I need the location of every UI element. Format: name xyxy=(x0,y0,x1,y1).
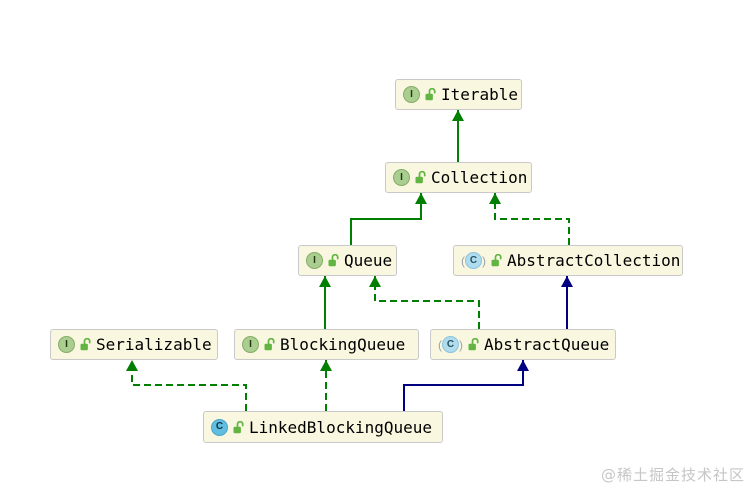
arrowhead-Collection xyxy=(489,193,501,204)
public-lock-icon xyxy=(264,338,275,351)
interface-icon: I xyxy=(242,336,259,353)
public-lock-icon xyxy=(491,254,502,267)
edge-Queue-extends-Collection xyxy=(350,193,422,245)
class-name-label: Serializable xyxy=(96,335,212,354)
abstract-class-icon: (C) xyxy=(461,252,486,269)
class-node-Iterable[interactable]: I Iterable xyxy=(395,79,522,110)
class-node-Serializable[interactable]: I Serializable xyxy=(50,329,218,360)
public-visibility-lock-icon xyxy=(328,254,339,267)
public-visibility-lock-icon xyxy=(264,338,275,351)
public-visibility-lock-icon xyxy=(491,254,502,267)
public-lock-icon xyxy=(425,88,436,101)
arrowhead-Collection xyxy=(415,193,427,204)
arrowhead-Queue xyxy=(319,276,331,287)
arrowhead-Queue xyxy=(369,276,381,287)
public-lock-icon xyxy=(468,338,479,351)
interface-icon: I xyxy=(306,252,323,269)
arrowhead-Serializable xyxy=(126,360,138,371)
edge-AbstractCollection-implements-Collection xyxy=(494,193,570,245)
class-node-LinkedBlockingQueue[interactable]: C LinkedBlockingQueue xyxy=(203,411,443,443)
public-visibility-lock-icon xyxy=(415,171,426,184)
public-visibility-lock-icon xyxy=(468,338,479,351)
class-name-label: LinkedBlockingQueue xyxy=(249,417,433,437)
class-node-AbstractQueue[interactable]: (C) AbstractQueue xyxy=(430,329,616,360)
class-node-Queue[interactable]: I Queue xyxy=(298,245,397,276)
interface-icon: I xyxy=(403,86,420,103)
class-node-AbstractCollection[interactable]: (C) AbstractCollection xyxy=(453,245,683,276)
arrowhead-AbstractQueue xyxy=(517,360,529,371)
class-name-label: Iterable xyxy=(441,85,519,104)
public-visibility-lock-icon xyxy=(233,420,244,434)
class-name-label: BlockingQueue xyxy=(280,335,406,354)
public-visibility-lock-icon xyxy=(425,88,436,101)
edge-LinkedBlockingQueue-implements-Serializable xyxy=(131,360,247,411)
class-name-label: AbstractCollection xyxy=(507,251,681,270)
class-name-label: Collection xyxy=(431,168,528,187)
public-lock-icon xyxy=(415,171,426,184)
edge-LinkedBlockingQueue-extends-AbstractQueue xyxy=(403,360,524,411)
arrowhead-AbstractCollection xyxy=(561,276,573,287)
class-name-label: Queue xyxy=(344,251,393,270)
edge-AbstractQueue-implements-Queue xyxy=(374,276,480,329)
interface-icon: I xyxy=(393,169,410,186)
public-lock-icon xyxy=(233,420,244,433)
interface-icon: I xyxy=(58,336,75,353)
arrowhead-Iterable xyxy=(452,110,464,121)
public-lock-icon xyxy=(80,338,91,351)
public-lock-icon xyxy=(328,254,339,267)
watermark-text: @稀土掘金技术社区 xyxy=(600,466,745,484)
abstract-class-icon: (C) xyxy=(438,336,463,353)
arrowhead-BlockingQueue xyxy=(320,360,332,371)
class-name-label: AbstractQueue xyxy=(484,335,610,354)
class-icon: C xyxy=(211,418,228,436)
class-node-Collection[interactable]: I Collection xyxy=(385,162,532,193)
class-node-BlockingQueue[interactable]: I BlockingQueue xyxy=(234,329,419,360)
public-visibility-lock-icon xyxy=(80,338,91,351)
